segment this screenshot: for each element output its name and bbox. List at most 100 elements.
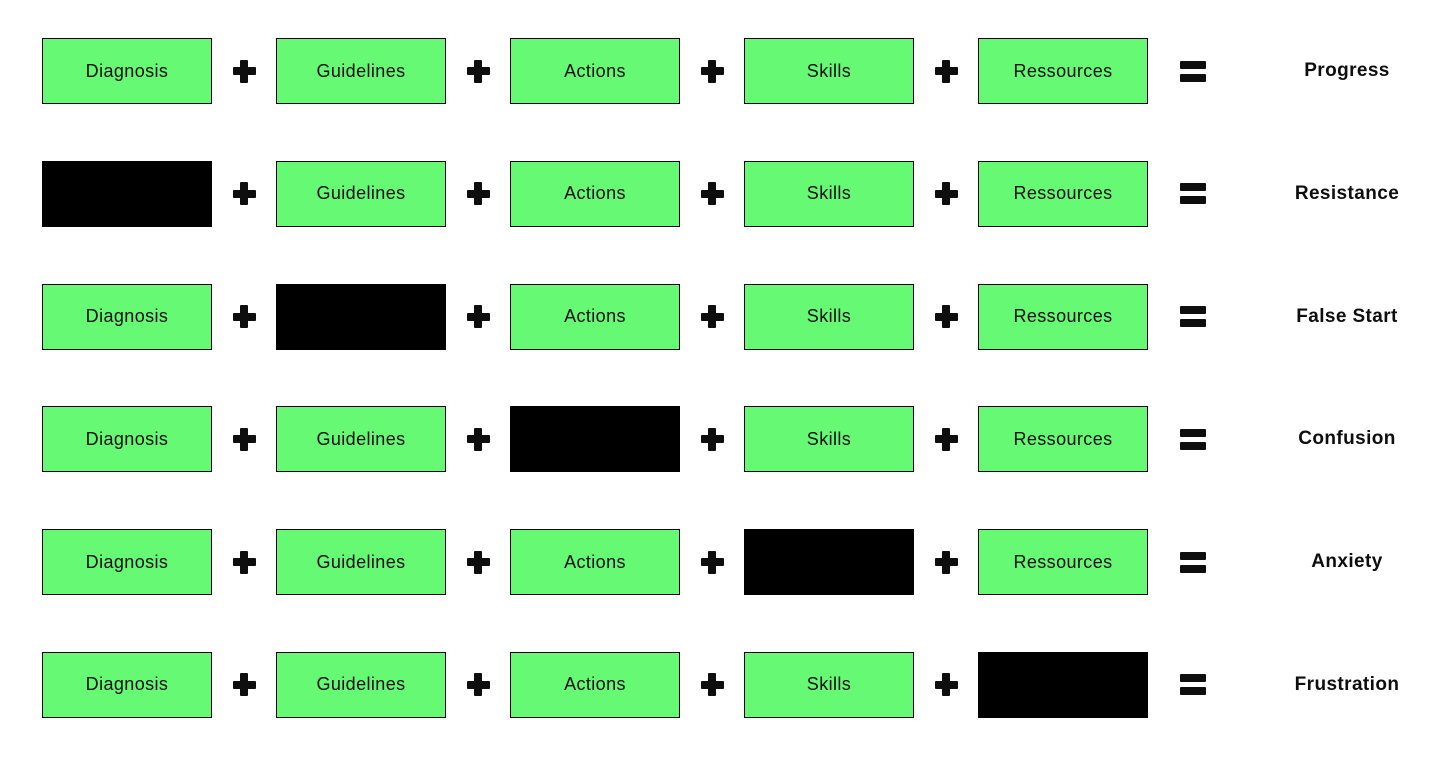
plus-icon (701, 673, 724, 696)
term-box-skills: Skills (744, 406, 914, 473)
term-box-guidelines: Guidelines (276, 529, 446, 596)
plus-icon (467, 60, 490, 83)
plus-icon (935, 428, 958, 451)
plus-icon (233, 305, 256, 328)
equals-icon (1180, 60, 1206, 82)
op-cell (212, 428, 276, 451)
op-cell (446, 60, 510, 83)
plus-icon (467, 305, 490, 328)
plus-icon (233, 182, 256, 205)
term-box-skills: Skills (744, 651, 914, 718)
op-cell (914, 551, 978, 574)
result-label: False Start (1296, 305, 1398, 327)
term-box-ressources: Ressources (978, 529, 1148, 596)
equation-row-false-start: Diagnosis Actions Skills Ressources Fals… (0, 283, 1456, 350)
term-box-guidelines: Guidelines (276, 38, 446, 104)
term-box-missing-actions (510, 406, 680, 473)
op-cell (212, 305, 276, 328)
result-label: Resistance (1294, 182, 1400, 204)
result-label: Frustration (1294, 673, 1400, 695)
term-box-actions: Actions (510, 283, 680, 350)
plus-icon (233, 428, 256, 451)
term-box-diagnosis: Diagnosis (42, 406, 212, 473)
plus-icon (467, 182, 490, 205)
op-cell (212, 60, 276, 83)
op-cell (914, 428, 978, 451)
term-box-guidelines: Guidelines (276, 406, 446, 473)
term-box-guidelines: Guidelines (276, 160, 446, 227)
plus-icon (935, 305, 958, 328)
term-box-actions: Actions (510, 651, 680, 718)
term-box-missing-diagnosis (42, 160, 212, 227)
equation-row-resistance: Guidelines Actions Skills Ressources Res… (0, 160, 1456, 227)
eq-cell (1148, 674, 1238, 696)
op-cell (680, 428, 744, 451)
term-box-skills: Skills (744, 160, 914, 227)
equals-icon (1180, 428, 1206, 450)
plus-icon (233, 673, 256, 696)
term-box-skills: Skills (744, 283, 914, 350)
op-cell (680, 673, 744, 696)
plus-icon (233, 60, 256, 83)
plus-icon (701, 305, 724, 328)
eq-cell (1148, 60, 1238, 82)
term-box-skills: Skills (744, 38, 914, 104)
op-cell (914, 60, 978, 83)
result-label: Progress (1304, 60, 1390, 81)
term-box-missing-guidelines (276, 283, 446, 350)
op-cell (446, 428, 510, 451)
op-cell (446, 673, 510, 696)
op-cell (680, 551, 744, 574)
equals-icon (1180, 183, 1206, 205)
term-box-ressources: Ressources (978, 38, 1148, 104)
plus-icon (701, 551, 724, 574)
term-box-diagnosis: Diagnosis (42, 651, 212, 718)
term-box-diagnosis: Diagnosis (42, 529, 212, 596)
plus-icon (701, 428, 724, 451)
equals-icon (1180, 674, 1206, 696)
plus-icon (467, 673, 490, 696)
op-cell (680, 60, 744, 83)
eq-cell (1148, 428, 1238, 450)
plus-icon (467, 428, 490, 451)
op-cell (212, 673, 276, 696)
plus-icon (701, 182, 724, 205)
op-cell (212, 551, 276, 574)
equation-row-confusion: Diagnosis Guidelines Skills Ressources C… (0, 406, 1456, 473)
plus-icon (935, 673, 958, 696)
term-box-missing-ressources (978, 651, 1148, 718)
equals-icon (1180, 551, 1206, 573)
result-label: Anxiety (1311, 551, 1383, 573)
term-box-diagnosis: Diagnosis (42, 38, 212, 104)
plus-icon (935, 60, 958, 83)
equals-icon (1180, 306, 1206, 328)
eq-cell (1148, 183, 1238, 205)
equation-row-progress: Diagnosis Guidelines Actions Skills Ress… (0, 38, 1456, 104)
term-box-missing-skills (744, 529, 914, 596)
equation-row-frustration: Diagnosis Guidelines Actions Skills Frus… (0, 651, 1456, 718)
op-cell (446, 551, 510, 574)
term-box-actions: Actions (510, 38, 680, 104)
op-cell (446, 182, 510, 205)
op-cell (914, 305, 978, 328)
plus-icon (467, 551, 490, 574)
op-cell (446, 305, 510, 328)
plus-icon (935, 182, 958, 205)
plus-icon (233, 551, 256, 574)
eq-cell (1148, 551, 1238, 573)
op-cell (680, 182, 744, 205)
term-box-ressources: Ressources (978, 160, 1148, 227)
plus-icon (701, 60, 724, 83)
term-box-diagnosis: Diagnosis (42, 283, 212, 350)
eq-cell (1148, 306, 1238, 328)
result-label: Confusion (1298, 428, 1396, 450)
term-box-guidelines: Guidelines (276, 651, 446, 718)
term-box-ressources: Ressources (978, 283, 1148, 350)
plus-icon (935, 551, 958, 574)
term-box-ressources: Ressources (978, 406, 1148, 473)
equation-row-anxiety: Diagnosis Guidelines Actions Ressources … (0, 529, 1456, 596)
op-cell (914, 673, 978, 696)
term-box-actions: Actions (510, 529, 680, 596)
term-box-actions: Actions (510, 160, 680, 227)
